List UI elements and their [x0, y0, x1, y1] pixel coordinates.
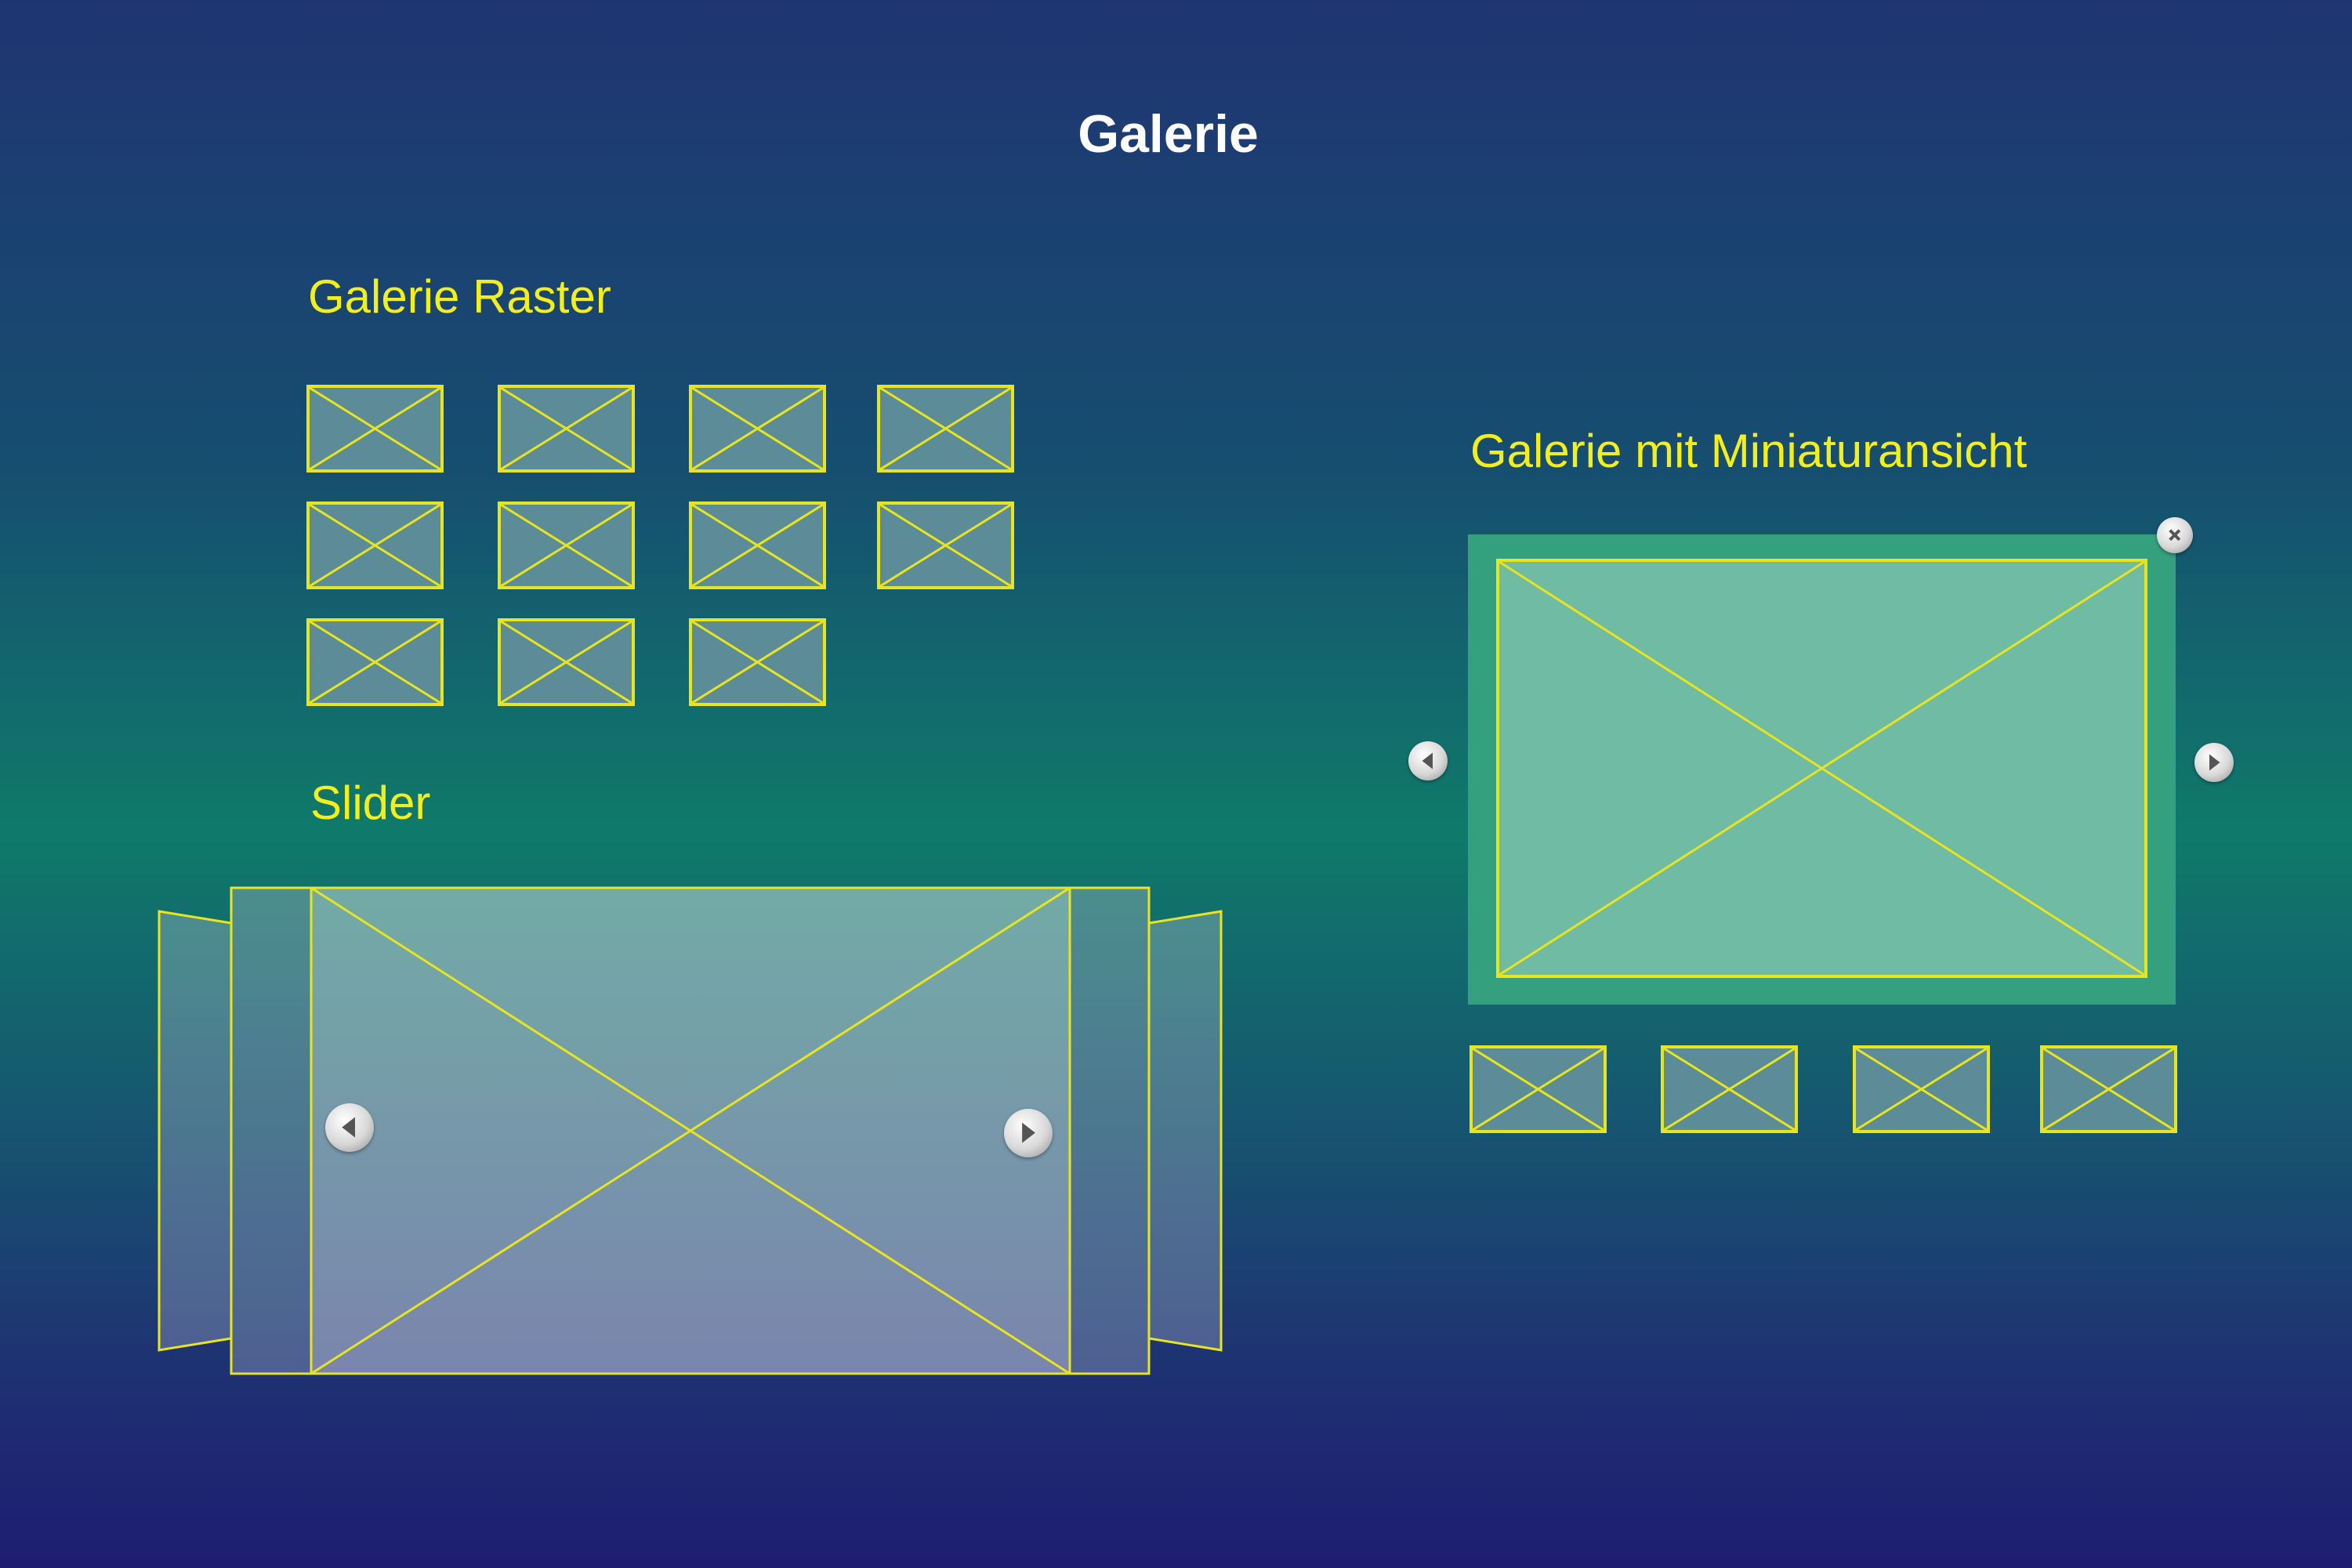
raster-thumbnail[interactable] — [498, 385, 635, 473]
image-placeholder-icon — [692, 505, 823, 586]
close-button[interactable] — [2157, 517, 2193, 553]
slider-prev-button[interactable] — [325, 1103, 374, 1152]
section-label-raster: Galerie Raster — [308, 270, 611, 323]
image-placeholder-icon — [1856, 1048, 1987, 1130]
image-placeholder-icon — [880, 505, 1011, 586]
slider-side-panel-right-outer[interactable] — [1147, 910, 1223, 1352]
slider-side-panel-left-outer[interactable] — [158, 910, 233, 1352]
chevron-right-icon — [1022, 1122, 1036, 1144]
image-placeholder-icon — [692, 621, 823, 703]
lightbox-thumbnail[interactable] — [2040, 1045, 2177, 1133]
image-placeholder-icon — [310, 621, 440, 703]
raster-thumbnail[interactable] — [306, 502, 444, 589]
lightbox-main-image[interactable] — [1496, 559, 2147, 978]
slider-side-panel-right-inner[interactable] — [1068, 886, 1151, 1375]
section-label-mini: Galerie mit Miniaturansicht — [1470, 425, 2028, 477]
image-placeholder-icon — [310, 505, 440, 586]
raster-thumbnail[interactable] — [689, 618, 826, 706]
slider-next-button[interactable] — [1004, 1109, 1053, 1157]
raster-thumbnail[interactable] — [877, 502, 1014, 589]
image-placeholder-icon — [501, 388, 632, 469]
lightbox-thumbnail[interactable] — [1661, 1045, 1798, 1133]
raster-thumbnail[interactable] — [306, 618, 444, 706]
image-placeholder-icon — [501, 621, 632, 703]
raster-thumbnail[interactable] — [877, 385, 1014, 473]
raster-thumbnail[interactable] — [498, 502, 635, 589]
lightbox-next-button[interactable] — [2194, 743, 2234, 782]
image-placeholder-icon — [880, 388, 1011, 469]
lightbox-thumbnail[interactable] — [1853, 1045, 1990, 1133]
page-title: Galerie — [1078, 104, 1259, 164]
raster-thumbnail[interactable] — [689, 385, 826, 473]
chevron-left-icon — [342, 1117, 356, 1139]
close-icon — [2169, 529, 2181, 541]
image-placeholder-icon — [1664, 1048, 1795, 1130]
slider-main-cross-2 — [310, 886, 1071, 1375]
raster-thumbnail[interactable] — [498, 618, 635, 706]
raster-thumbnail[interactable] — [306, 385, 444, 473]
image-placeholder-icon — [1499, 562, 2144, 975]
image-placeholder-icon — [501, 505, 632, 586]
raster-thumbnail[interactable] — [689, 502, 826, 589]
image-placeholder-icon — [2043, 1048, 2174, 1130]
lightbox-thumbnail[interactable] — [1470, 1045, 1607, 1133]
slider-side-panel-left-inner[interactable] — [230, 886, 313, 1375]
lightbox-prev-button[interactable] — [1408, 741, 1448, 780]
chevron-left-icon — [1422, 752, 1433, 770]
image-placeholder-icon — [692, 388, 823, 469]
image-placeholder-icon — [1473, 1048, 1604, 1130]
image-placeholder-icon — [310, 388, 440, 469]
section-label-slider: Slider — [310, 777, 431, 829]
chevron-right-icon — [2209, 754, 2220, 771]
